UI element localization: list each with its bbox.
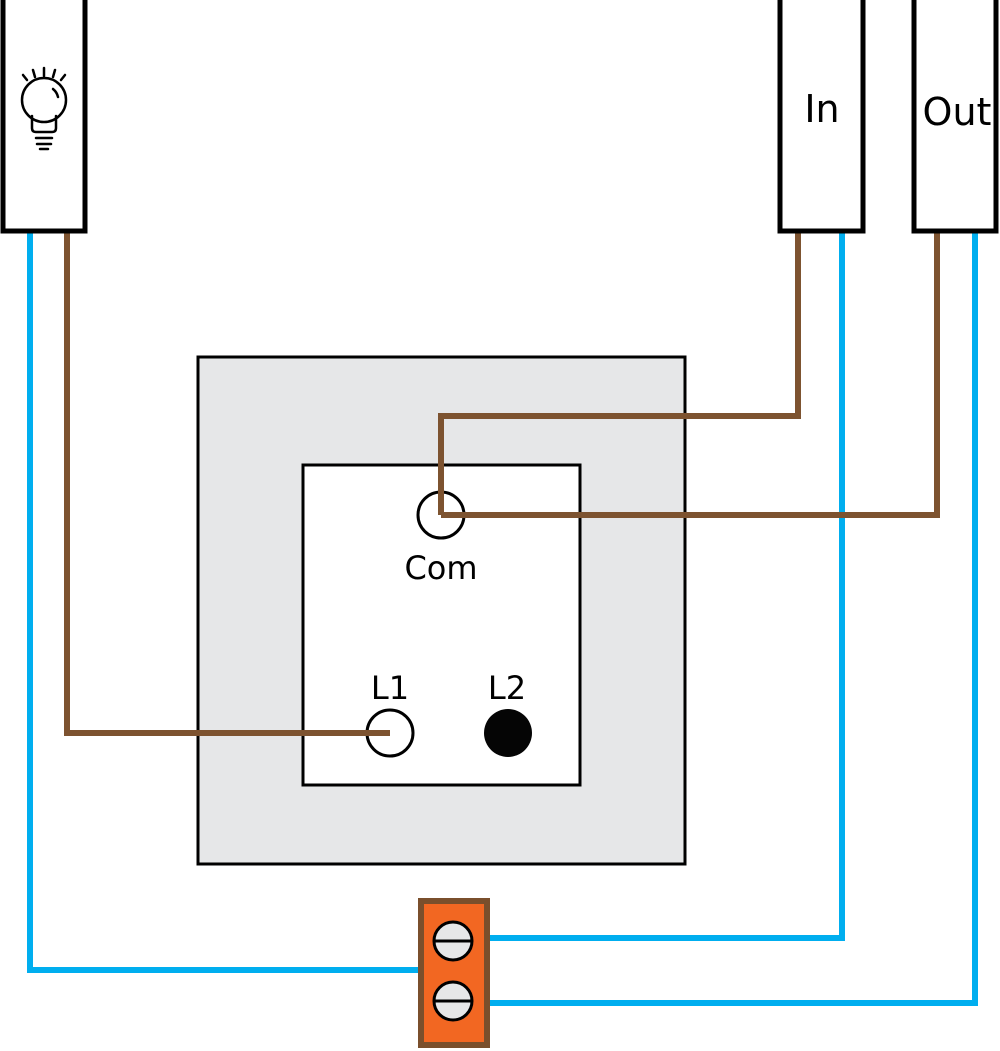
- out-live-wire: [441, 232, 940, 518]
- in-neutral-wire: [488, 232, 845, 941]
- out-box: [911, 0, 999, 234]
- connector-screw: [432, 980, 474, 1022]
- com-label: Com: [404, 549, 477, 587]
- connector-screw: [432, 920, 474, 962]
- in-box: [777, 0, 866, 234]
- lamp-live-wire: [64, 232, 390, 736]
- in-live-wire: [438, 232, 801, 515]
- lamp-box: [0, 0, 88, 234]
- out-label: Out: [923, 90, 992, 134]
- in-label: In: [804, 87, 839, 131]
- light-bulb-icon: [20, 66, 68, 151]
- l2-label: L2: [488, 669, 526, 707]
- lamp-neutral-wire: [27, 232, 420, 973]
- l2-terminal: [484, 709, 532, 757]
- l1-label: L1: [371, 669, 409, 707]
- out-neutral-wire: [488, 232, 978, 1006]
